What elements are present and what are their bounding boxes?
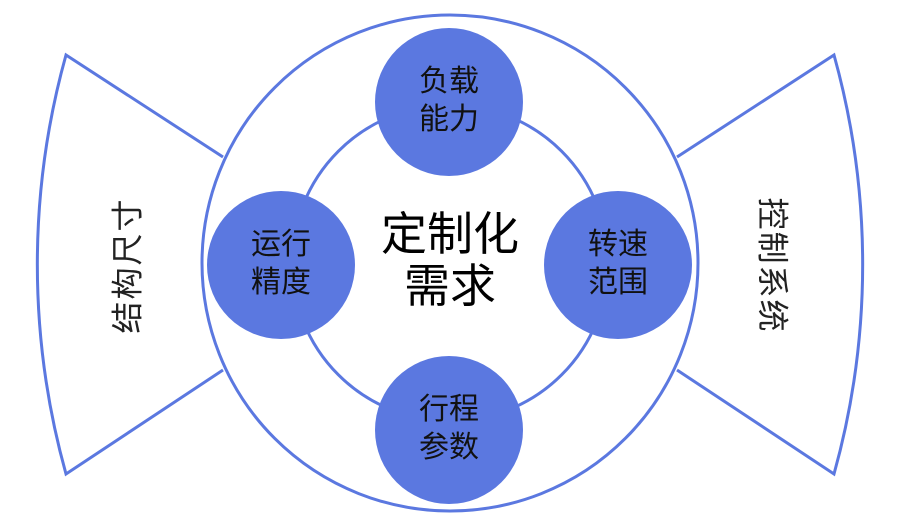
node-label-right: 转速 范围: [588, 227, 648, 301]
node-label-top: 负载 能力: [419, 64, 479, 138]
node-circle-bottom: [375, 356, 523, 504]
node-circle-right: [544, 191, 692, 339]
node-label-bottom: 行程 参数: [419, 392, 479, 466]
wing-label-left: 结构尺寸: [108, 197, 147, 334]
center-label: 定制化 需求: [381, 207, 519, 313]
wing-label-right: 控制系统: [753, 197, 792, 334]
outer-circle: [200, 13, 700, 513]
right-wing-shape: [676, 52, 865, 477]
node-circle-left: [207, 191, 355, 339]
left-wing-shape: [35, 52, 224, 477]
node-label-left: 运行 精度: [251, 227, 311, 301]
node-circle-top: [375, 28, 523, 176]
